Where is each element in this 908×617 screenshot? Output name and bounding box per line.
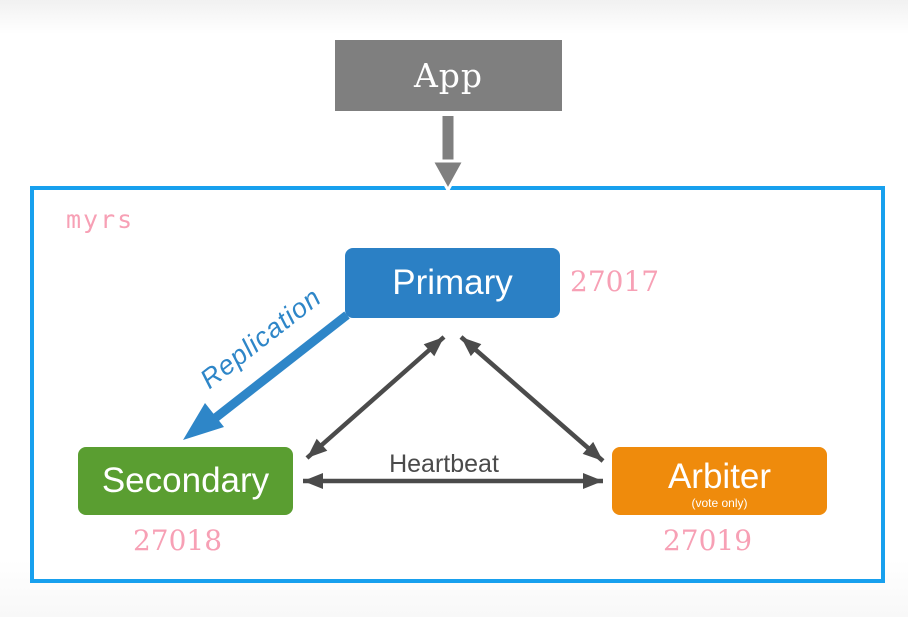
arbiter-vote-only-note: (vote only) [691, 496, 748, 510]
replica-set-name: myrs [66, 205, 135, 234]
heartbeat-edge-label: Heartbeat [389, 450, 499, 478]
app-box: App [335, 40, 562, 111]
primary-label: Primary [392, 263, 513, 302]
arbiter-label: Arbiter [667, 457, 772, 496]
secondary-label: Secondary [101, 461, 270, 500]
secondary-node-box: Secondary [78, 447, 293, 515]
app-label: App [413, 56, 484, 95]
primary-port-label: 27017 [570, 265, 660, 298]
arbiter-port-label: 27019 [662, 524, 753, 557]
primary-node-box: Primary [345, 248, 560, 318]
arbiter-node-box: Arbiter (vote only) [612, 447, 827, 515]
app-to-cluster-arrow [429, 116, 467, 194]
secondary-port-label: 27018 [132, 524, 223, 557]
